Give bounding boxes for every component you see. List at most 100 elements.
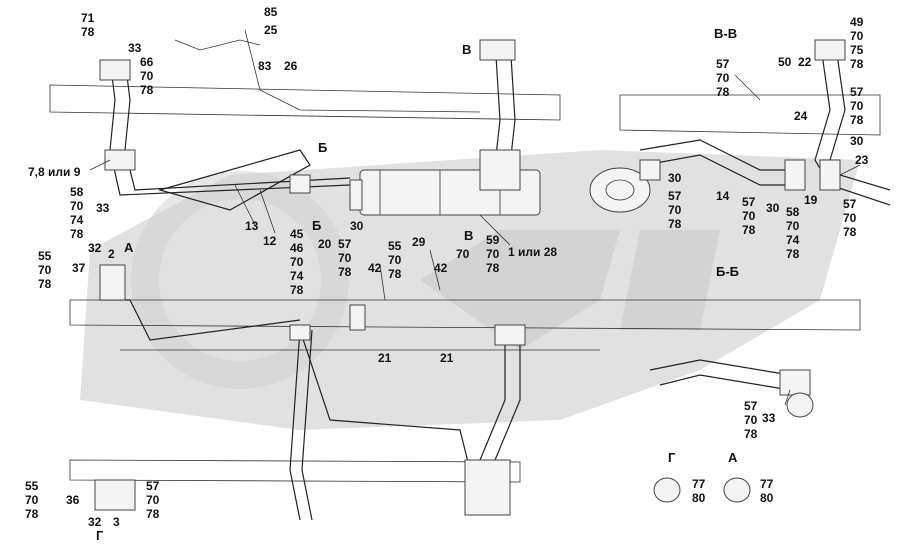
label-70: 70 — [146, 493, 160, 507]
label-14: 14 — [716, 189, 730, 203]
label-70: 70 — [338, 251, 352, 265]
section-B-1: Б — [318, 140, 327, 155]
label-29: 29 — [412, 235, 426, 249]
clamps — [94, 39, 846, 516]
watermark-logo — [80, 150, 860, 430]
label-78: 78 — [668, 217, 682, 231]
label-70: 70 — [38, 263, 52, 277]
label-42: 42 — [368, 261, 382, 275]
label-57: 57 — [668, 189, 682, 203]
label-32: 32 — [88, 515, 102, 529]
frame-rails — [49, 84, 881, 483]
label-37: 37 — [72, 261, 86, 275]
section-markers: Б Б В В А А Г Г В-В Б-Б — [96, 26, 739, 543]
label-70: 70 — [850, 99, 864, 113]
label-1-or-28: 1 или 28 — [508, 245, 557, 259]
label-66: 66 — [140, 55, 154, 69]
label-36: 36 — [66, 493, 80, 507]
label-30: 30 — [850, 134, 864, 148]
label-78: 78 — [81, 25, 95, 39]
section-G-2: Г — [668, 450, 676, 465]
label-57: 57 — [843, 197, 857, 211]
label-71: 71 — [81, 11, 95, 25]
label-57: 57 — [338, 237, 352, 251]
label-33: 33 — [128, 41, 142, 55]
label-78: 78 — [290, 283, 304, 297]
label-70: 70 — [716, 71, 730, 85]
section-A-1: А — [124, 240, 134, 255]
label-70: 70 — [843, 211, 857, 225]
label-57: 57 — [716, 57, 730, 71]
label-85: 85 — [264, 5, 278, 19]
label-78: 78 — [70, 227, 84, 241]
label-23: 23 — [855, 153, 869, 167]
section-A-2: А — [728, 450, 738, 465]
label-24: 24 — [794, 109, 808, 123]
label-57: 57 — [850, 85, 864, 99]
label-70: 70 — [486, 247, 500, 261]
leader-lines — [89, 74, 861, 406]
label-49: 49 — [850, 15, 864, 29]
label-70: 70 — [456, 247, 470, 261]
label-46: 46 — [290, 241, 304, 255]
label-21: 21 — [378, 351, 392, 365]
section-V-V: В-В — [714, 26, 737, 41]
section-B-B: Б-Б — [716, 264, 739, 279]
label-20: 20 — [318, 237, 332, 251]
label-57: 57 — [742, 195, 756, 209]
label-32: 32 — [88, 241, 102, 255]
label-70: 70 — [70, 199, 84, 213]
label-70: 70 — [850, 29, 864, 43]
label-59: 59 — [486, 233, 500, 247]
label-74: 74 — [70, 213, 84, 227]
section-V-2: В — [464, 228, 473, 243]
label-50: 50 — [778, 55, 792, 69]
label-78: 78 — [388, 267, 402, 281]
callout-labels: 71 78 33 66 70 78 85 25 83 26 7,8 или 9 … — [25, 5, 869, 529]
label-21: 21 — [440, 351, 454, 365]
label-78: 78 — [742, 223, 756, 237]
label-78: 78 — [744, 427, 758, 441]
label-22: 22 — [798, 55, 812, 69]
label-75: 75 — [850, 43, 864, 57]
label-7-8-or-9: 7,8 или 9 — [28, 165, 81, 179]
label-78: 78 — [850, 57, 864, 71]
label-78: 78 — [843, 225, 857, 239]
label-42: 42 — [434, 261, 448, 275]
label-70: 70 — [742, 209, 756, 223]
label-70: 70 — [744, 413, 758, 427]
label-57: 57 — [744, 399, 758, 413]
label-74: 74 — [290, 269, 304, 283]
label-2: 2 — [108, 247, 115, 261]
label-78: 78 — [140, 83, 154, 97]
label-30: 30 — [668, 171, 682, 185]
label-78: 78 — [38, 277, 52, 291]
label-19: 19 — [804, 193, 818, 207]
label-33: 33 — [762, 411, 776, 425]
label-78: 78 — [338, 265, 352, 279]
label-55: 55 — [388, 239, 402, 253]
label-12: 12 — [263, 234, 277, 248]
label-77: 77 — [760, 477, 774, 491]
label-58: 58 — [786, 205, 800, 219]
label-78: 78 — [786, 247, 800, 261]
label-78: 78 — [146, 507, 160, 521]
label-74: 74 — [786, 233, 800, 247]
label-70: 70 — [140, 69, 154, 83]
label-78: 78 — [486, 261, 500, 275]
section-V-1: В — [462, 42, 471, 57]
label-70: 70 — [388, 253, 402, 267]
label-33: 33 — [96, 201, 110, 215]
label-45: 45 — [290, 227, 304, 241]
label-77: 77 — [692, 477, 706, 491]
label-83: 83 — [258, 59, 272, 73]
section-G-1: Г — [96, 528, 104, 543]
label-57: 57 — [146, 479, 160, 493]
label-13: 13 — [245, 219, 259, 233]
label-30: 30 — [350, 219, 364, 233]
label-3: 3 — [113, 515, 120, 529]
label-25: 25 — [264, 23, 278, 37]
label-26: 26 — [284, 59, 298, 73]
section-B-2: Б — [312, 218, 321, 233]
